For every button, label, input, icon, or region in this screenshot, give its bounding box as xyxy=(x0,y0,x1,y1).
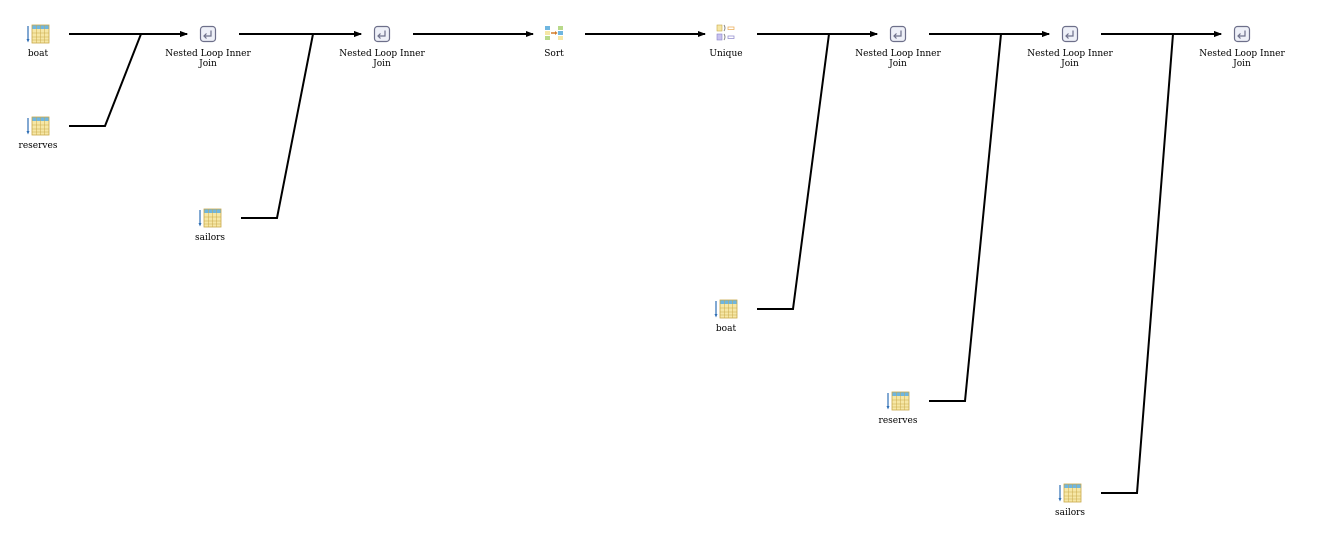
edge-n_boat_2-to-n_nlj_3 xyxy=(757,31,878,310)
node-sort[interactable]: Sort xyxy=(509,22,599,59)
node-label: Nested Loop Inner Join xyxy=(855,49,941,69)
node-label: sailors xyxy=(194,233,226,243)
nested-loop-join-icon xyxy=(373,25,391,43)
node-nested-loop-join[interactable]: Nested Loop Inner Join xyxy=(1197,22,1287,69)
node-sailors-scan[interactable]: sailors xyxy=(1025,481,1115,518)
table-scan-icon xyxy=(26,116,50,136)
node-label: sailors xyxy=(1054,508,1086,518)
nested-loop-join-icon xyxy=(199,25,217,43)
node-label: Nested Loop Inner Join xyxy=(339,49,425,69)
sort-icon xyxy=(545,26,563,40)
edge-n_sailors_2-to-n_nlj_5 xyxy=(1101,31,1222,494)
node-label: Nested Loop Inner Join xyxy=(1199,49,1285,69)
edge-n_sailors_1-to-n_nlj_2 xyxy=(241,31,362,219)
node-nested-loop-join[interactable]: Nested Loop Inner Join xyxy=(853,22,943,69)
node-boat-scan[interactable]: boat xyxy=(681,297,771,334)
node-unique[interactable]: Unique xyxy=(681,22,771,59)
node-reserves-scan[interactable]: reserves xyxy=(0,114,83,151)
table-scan-icon xyxy=(26,24,50,44)
node-nested-loop-join[interactable]: Nested Loop Inner Join xyxy=(163,22,253,69)
node-nested-loop-join[interactable]: Nested Loop Inner Join xyxy=(1025,22,1115,69)
edge-n_reserves_1-to-n_nlj_1 xyxy=(69,31,188,127)
unique-icon xyxy=(716,24,735,41)
edge-n_reserves_2-to-n_nlj_4 xyxy=(929,31,1050,402)
node-label: boat xyxy=(27,49,49,59)
node-nested-loop-join[interactable]: Nested Loop Inner Join xyxy=(337,22,427,69)
table-scan-icon xyxy=(1058,483,1082,503)
node-reserves-scan[interactable]: reserves xyxy=(853,389,943,426)
nested-loop-join-icon xyxy=(1061,25,1079,43)
table-scan-icon xyxy=(886,391,910,411)
table-scan-icon xyxy=(714,299,738,319)
table-scan-icon xyxy=(198,208,222,228)
node-label: reserves xyxy=(878,416,918,426)
nested-loop-join-icon xyxy=(1233,25,1251,43)
node-label: Sort xyxy=(544,49,564,59)
nested-loop-join-icon xyxy=(889,25,907,43)
node-label: boat xyxy=(715,324,737,334)
node-sailors-scan[interactable]: sailors xyxy=(165,206,255,243)
node-label: reserves xyxy=(18,141,58,151)
node-label: Nested Loop Inner Join xyxy=(165,49,251,69)
node-label: Nested Loop Inner Join xyxy=(1027,49,1113,69)
node-boat-scan[interactable]: boat xyxy=(0,22,83,59)
node-label: Unique xyxy=(709,49,743,59)
